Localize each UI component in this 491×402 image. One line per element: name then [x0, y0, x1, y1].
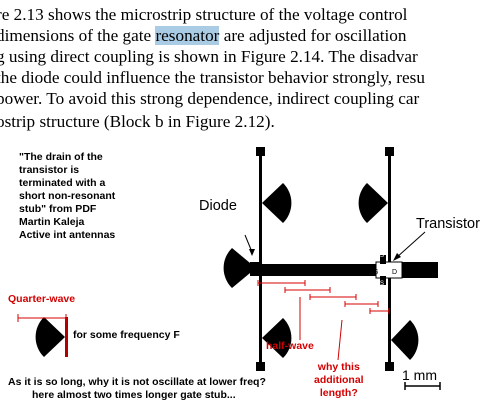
- paper-paragraph: re 2.13 shows the microstrip structure o…: [0, 0, 491, 145]
- scale-label: 1 mm: [402, 367, 437, 383]
- quote-line: "The drain of the: [19, 151, 103, 163]
- transistor-arrowhead: [393, 253, 401, 261]
- radial-stub-gate-lower: [262, 318, 292, 358]
- main-microstrip: [262, 264, 377, 276]
- quote-line: Martin Kaleja: [19, 216, 85, 228]
- quarter-wave-label: Quarter-wave: [8, 293, 76, 305]
- gate-stub-top-pad: [256, 147, 265, 156]
- paragraph-line-6: ostrip structure (Block b in Figure 2.12…: [0, 112, 275, 131]
- drain-stub-bottom-pad: [385, 362, 394, 371]
- quote-annotation: "The drain of the transistor is terminat…: [19, 151, 115, 242]
- pin-d: D: [392, 269, 397, 276]
- radial-stub-drain-upper: [358, 183, 388, 223]
- gate-stub-bottom-pad: [256, 362, 265, 371]
- paragraph-line-5: power. To avoid this strong dependence, …: [0, 89, 420, 108]
- quote-line: transistor is: [19, 164, 80, 176]
- paragraph-line-3: g using direct coupling is shown in Figu…: [0, 47, 418, 66]
- highlighted-word[interactable]: resonator: [155, 26, 220, 45]
- transistor-body: [375, 261, 403, 279]
- why-line: why this: [317, 361, 360, 373]
- pin-s-bottom: S: [380, 281, 384, 287]
- question-annotation: As it is so long, why it is not oscillat…: [8, 376, 266, 402]
- quote-line: terminated with a: [19, 177, 106, 189]
- transistor-label: Transistor: [416, 216, 480, 232]
- radial-stub-gate-upper: [262, 183, 292, 223]
- paragraph-line-2-end: are adjusted for oscillation: [219, 26, 407, 45]
- quarter-wave-stub-line: [65, 317, 68, 357]
- diode-arrowhead: [249, 249, 255, 256]
- pin-s-top: S: [380, 253, 384, 259]
- quote-line: short non-resonant: [19, 190, 116, 202]
- pin-g: G: [373, 269, 378, 276]
- transistor-arrow-line: [395, 231, 426, 259]
- why-this-annotation: why this additional length?: [314, 361, 364, 400]
- paragraph-line-1: re 2.13 shows the microstrip structure o…: [0, 5, 408, 24]
- quarter-wave-radial-stub: [35, 317, 65, 357]
- question-line: As it is so long, why it is not oscillat…: [8, 376, 266, 388]
- transistor-source-top: [380, 255, 386, 264]
- for-some-frequency-label: for some frequency F: [73, 329, 180, 341]
- gate-stub-line: [259, 150, 262, 366]
- drain-output-strip: [400, 262, 438, 278]
- drain-stub-top-pad: [385, 147, 394, 156]
- radial-stub-drain-lower: [391, 320, 419, 360]
- quote-line: stub" from PDF: [19, 203, 97, 215]
- paragraph-line-2-start: dimensions of the gate: [0, 26, 156, 45]
- paragraph-line-2: dimensions of the gate resonator are adj…: [0, 25, 406, 46]
- diode-body: [250, 262, 259, 276]
- diode-label: Diode: [199, 198, 237, 214]
- paragraph-line-4: the diode could influence the transistor…: [0, 68, 425, 87]
- transistor-source-bottom: [380, 276, 386, 285]
- half-wave-dimension-lines: [257, 280, 390, 361]
- quote-line: Active int antennas: [19, 229, 116, 241]
- diode-radial-stub: [223, 248, 256, 288]
- question-line: here almost two times longer gate stub..…: [32, 389, 236, 401]
- half-wave-label: half-wave: [266, 340, 314, 352]
- why-line: additional: [314, 374, 364, 386]
- drain-stub-line: [388, 150, 391, 366]
- why-line: length?: [319, 387, 358, 399]
